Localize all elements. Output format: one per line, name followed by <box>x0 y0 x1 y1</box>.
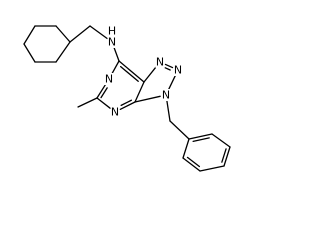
bond-ph4-ph5 <box>199 165 225 172</box>
bond-ph5-ph6-double <box>186 156 201 168</box>
bond-ph2-ph3 <box>211 133 231 148</box>
bond-n1-n2 <box>164 63 174 69</box>
atom-label-n1: N <box>156 56 164 69</box>
bond-cy6-cy1 <box>55 41 71 63</box>
bond-c7a-c7 <box>118 60 145 83</box>
bond-ph1-ph2 <box>188 133 213 140</box>
bond-ph3-ph4-double <box>221 148 227 163</box>
bond-n6-c5 <box>96 83 107 99</box>
bond-n4-c3a-double <box>120 99 133 107</box>
atom-label-n3: N <box>162 89 170 102</box>
bond-n2-n3 <box>167 74 177 91</box>
atom-bg-n3 <box>161 89 171 101</box>
bond-cy4-cy5 <box>23 43 36 63</box>
bond-ph6-ph1 <box>182 138 190 159</box>
bond-cy3-cy4 <box>23 25 36 45</box>
atom-label-nh_h: H <box>108 25 116 38</box>
bond-c7a-n1 <box>143 66 157 83</box>
atom-bg-n6 <box>104 73 114 85</box>
bond-cy1-cy2 <box>55 25 71 43</box>
bond-ph3-ph4 <box>223 146 231 167</box>
bond-n3-c3a <box>134 95 161 103</box>
bond-ch2a-nh <box>89 25 108 40</box>
atom-label-n2: N <box>174 64 182 77</box>
bond-cy1-ch2a <box>69 25 91 43</box>
atom-bg-n4 <box>110 106 120 118</box>
atom-label-n4: N <box>111 106 119 119</box>
bond-c7a-c7-double <box>120 65 139 82</box>
bond-c5-n4 <box>96 97 111 109</box>
bond-n1-n2-double <box>164 67 171 71</box>
atom-bg-n2 <box>173 64 183 76</box>
bond-c7-n6 <box>111 60 120 75</box>
atom-label-nh: N <box>108 36 116 49</box>
bond-ph1-ph2-double <box>192 137 210 143</box>
atom-bg-nh_h <box>107 25 117 37</box>
atom-bg-nh <box>107 36 117 48</box>
bond-nh-c7 <box>113 46 120 62</box>
bond-c5-me <box>77 97 98 108</box>
atom-label-n6: N <box>105 73 113 86</box>
bond-n3-ch2b <box>166 100 171 122</box>
bond-ch2b-ph1 <box>169 120 190 140</box>
bond-layer <box>23 25 231 172</box>
bond-c3a-c7a <box>134 81 145 103</box>
bond-n4-c3a <box>119 101 136 110</box>
bond-ph5-ph6 <box>182 157 201 172</box>
bond-n6-c5-double <box>100 87 108 99</box>
atom-bg-n1 <box>155 56 165 68</box>
